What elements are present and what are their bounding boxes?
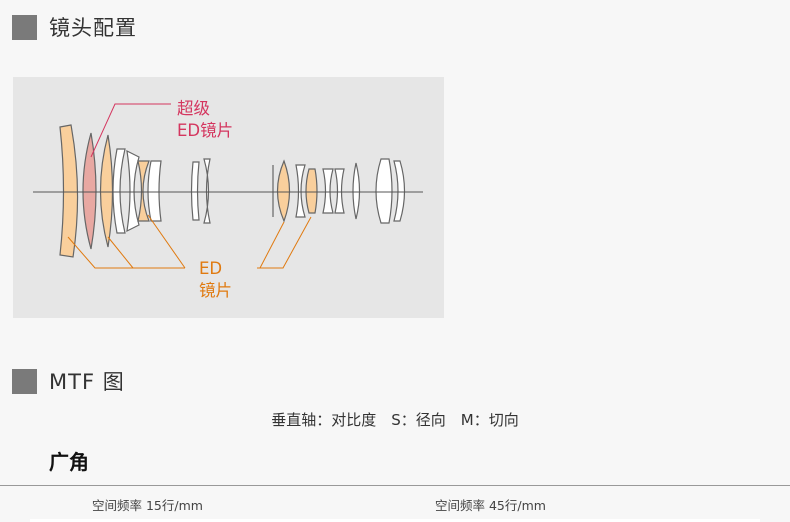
- lens-element-7: [147, 160, 162, 222]
- section-title: 镜头配置: [49, 16, 137, 40]
- lens-element-4: [112, 148, 126, 234]
- super-ed-label: 超级 ED镜片: [177, 99, 234, 140]
- divider: [0, 485, 790, 486]
- lens-element-15: [352, 162, 361, 220]
- mtf-legend: 垂直轴：对比度 S：径向 M：切向: [271, 411, 519, 429]
- ed-leader-line-4: [259, 221, 285, 269]
- lens-diagram: 超级 ED镜片 ED 镜片: [13, 77, 444, 318]
- spatial-frequency-15-label: 空间频率 15行/mm: [92, 498, 203, 513]
- ed-leader-line-2: [107, 236, 134, 269]
- ed-leader-line-1: [67, 236, 185, 269]
- chart-area-top-edge: [30, 519, 760, 522]
- lens-element-5: [126, 149, 140, 233]
- lens-element-14: [334, 168, 345, 214]
- section-marker-icon: [12, 14, 37, 40]
- lens-element-1: [59, 124, 79, 258]
- wide-angle-title: 广角: [49, 450, 89, 474]
- lens-element-3: [99, 134, 114, 248]
- lens-element-2: [82, 132, 97, 250]
- super-ed-leader-line: [90, 103, 171, 158]
- section-marker-icon: [12, 368, 37, 394]
- ed-label: ED 镜片: [199, 259, 232, 300]
- lens-element-16: [375, 158, 393, 224]
- ed-leader-line-3: [147, 214, 186, 269]
- spatial-frequency-45-label: 空间频率 45行/mm: [435, 498, 546, 513]
- section-header-mtf: MTF 图: [12, 366, 125, 396]
- lens-element-13: [322, 168, 334, 214]
- lens-diagram-svg: [33, 103, 423, 269]
- lens-element-8: [190, 161, 200, 221]
- section-title: MTF 图: [49, 370, 125, 394]
- lens-element-6: [137, 160, 150, 222]
- section-header-lens-config: 镜头配置: [12, 12, 137, 42]
- lens-element-9: [203, 158, 211, 224]
- lens-element-11: [295, 164, 306, 218]
- ed-leader-line-5: [257, 216, 312, 269]
- lens-element-17: [393, 160, 406, 222]
- lens-element-12: [305, 168, 318, 214]
- lens-element-10: [276, 159, 291, 223]
